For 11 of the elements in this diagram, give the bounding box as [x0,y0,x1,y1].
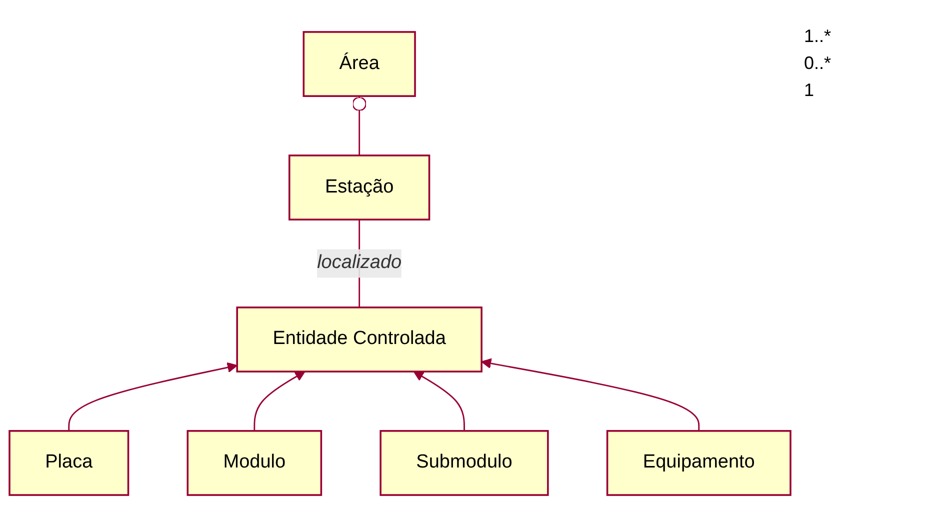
class-box: Área [302,31,416,97]
edge-label: localizado [317,249,402,278]
multiplicity-label: 0..* [804,53,832,74]
multiplicity-label: 1 [804,80,816,101]
multiplicity-label: 1..* [804,26,832,47]
class-box: Equipamento [606,430,792,496]
class-box: Placa [8,430,130,496]
class-box: Submodulo [380,430,549,496]
class-box: Estação [288,154,430,220]
class-box: Modulo [186,430,322,496]
class-box: Entidade Controlada [236,306,482,372]
